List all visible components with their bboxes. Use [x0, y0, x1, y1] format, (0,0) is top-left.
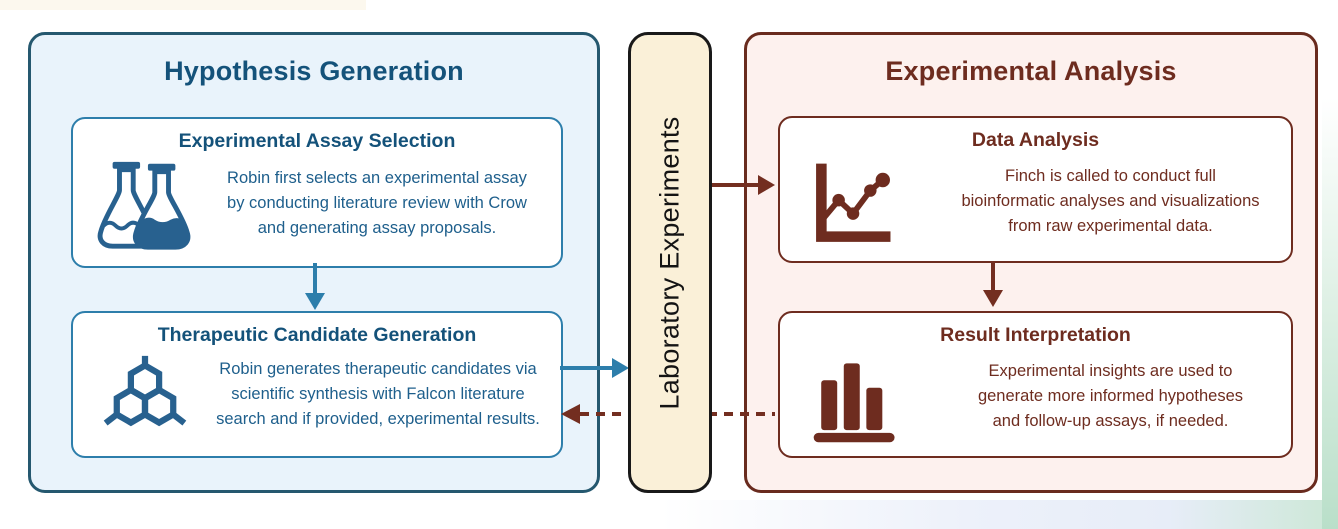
line-chart-icon	[816, 163, 891, 242]
result-interpretation-box: Result Interpretation Experimental insig…	[778, 311, 1293, 458]
candidate-generation-title: Therapeutic Candidate Generation	[157, 324, 477, 346]
candidate-generation-box: Therapeutic Candidate Generation Robin g…	[71, 311, 563, 458]
molecule-icon	[103, 355, 187, 427]
candidate-generation-text: Robin generates therapeutic candidates v…	[216, 360, 540, 428]
assay-selection-title: Experimental Assay Selection	[178, 130, 456, 152]
result-interpretation-title: Result Interpretation	[940, 324, 1131, 346]
laboratory-experiments-box: Laboratory Experiments	[628, 32, 712, 493]
data-analysis-text: Finch is called to conduct full bioinfor…	[961, 167, 1260, 235]
assay-selection-text: Robin first selects an experimental assa…	[227, 169, 527, 237]
assay-selection-box: Experimental Assay Selection Robin first…	[71, 117, 563, 268]
flasks-icon	[97, 161, 191, 250]
data-analysis-title: Data Analysis	[971, 129, 1100, 151]
bottom-gradient-strip	[660, 500, 1338, 529]
hypothesis-generation-panel: Hypothesis Generation Experimental Assay…	[28, 32, 600, 493]
bar-chart-icon	[813, 363, 895, 443]
result-interpretation-text: Experimental insights are used to genera…	[977, 362, 1244, 430]
experimental-analysis-title: Experimental Analysis	[885, 56, 1177, 86]
top-background-strip	[0, 0, 366, 10]
right-gradient-strip	[1322, 60, 1338, 529]
data-analysis-box: Data Analysis Finch is called to conduct…	[778, 116, 1293, 263]
hypothesis-generation-title: Hypothesis Generation	[164, 56, 464, 86]
experimental-analysis-panel: Experimental Analysis Data Analysis Finc…	[744, 32, 1318, 493]
laboratory-experiments-label: Laboratory Experiments	[654, 115, 685, 410]
